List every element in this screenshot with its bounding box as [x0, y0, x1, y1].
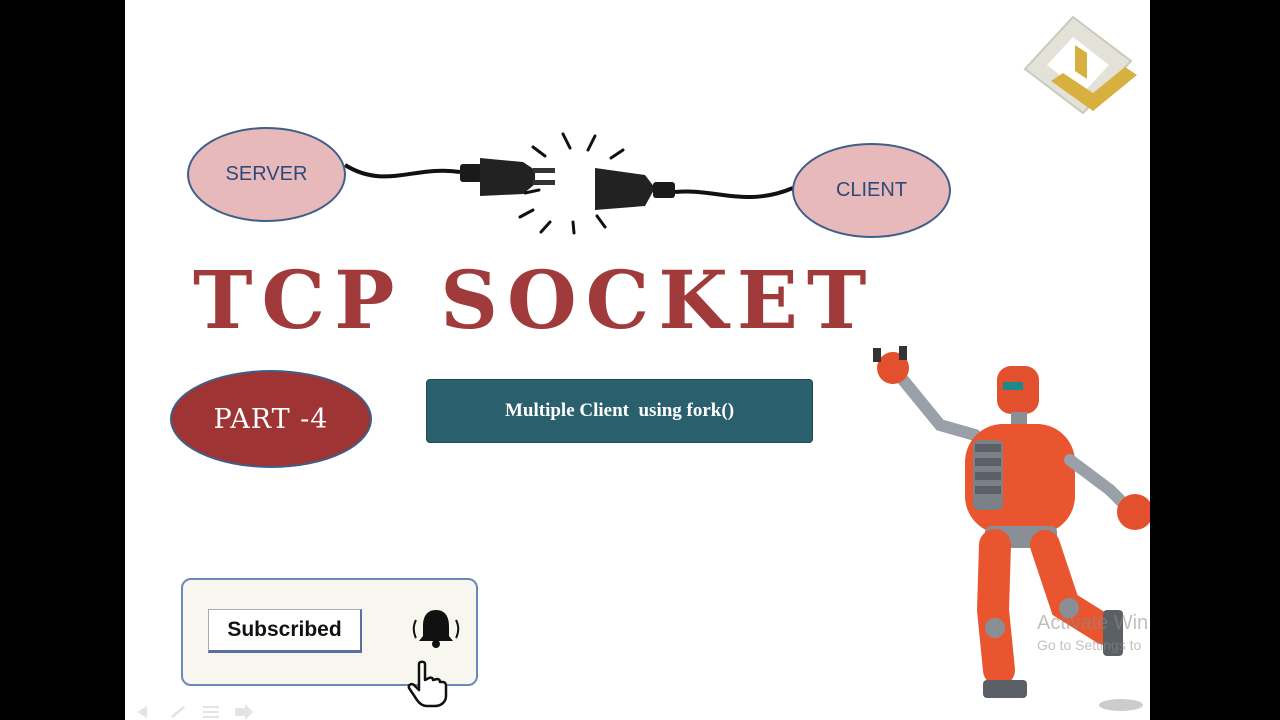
bell-icon[interactable]	[411, 606, 461, 650]
subscribe-box: Subscribed	[181, 578, 478, 708]
part-label: PART -4	[213, 403, 329, 435]
robot-illustration	[873, 346, 1150, 711]
topic-banner: Multiple Client using fork()	[426, 379, 813, 443]
slide: SERVER CLIENT TCP SOCKET PART -4 Multipl…	[125, 0, 1150, 720]
watermark-line1: Activate Win	[1037, 612, 1149, 634]
slideshow-nav-icons[interactable]	[135, 702, 265, 720]
server-ellipse: SERVER	[187, 127, 346, 222]
client-label: CLIENT	[835, 179, 908, 201]
client-ellipse: CLIENT	[792, 143, 951, 238]
plug-icon	[343, 132, 794, 235]
watermark-line2: Go to Settings to	[1037, 637, 1142, 653]
logo-icon	[1023, 15, 1137, 115]
part-badge: PART -4	[170, 370, 372, 468]
subscribed-button[interactable]: Subscribed	[208, 609, 362, 653]
hand-cursor-icon	[407, 660, 448, 708]
activation-watermark: Activate Win Go to Settings to	[1037, 612, 1148, 653]
server-label: SERVER	[225, 163, 308, 185]
slide-title: TCP SOCKET	[193, 253, 876, 347]
